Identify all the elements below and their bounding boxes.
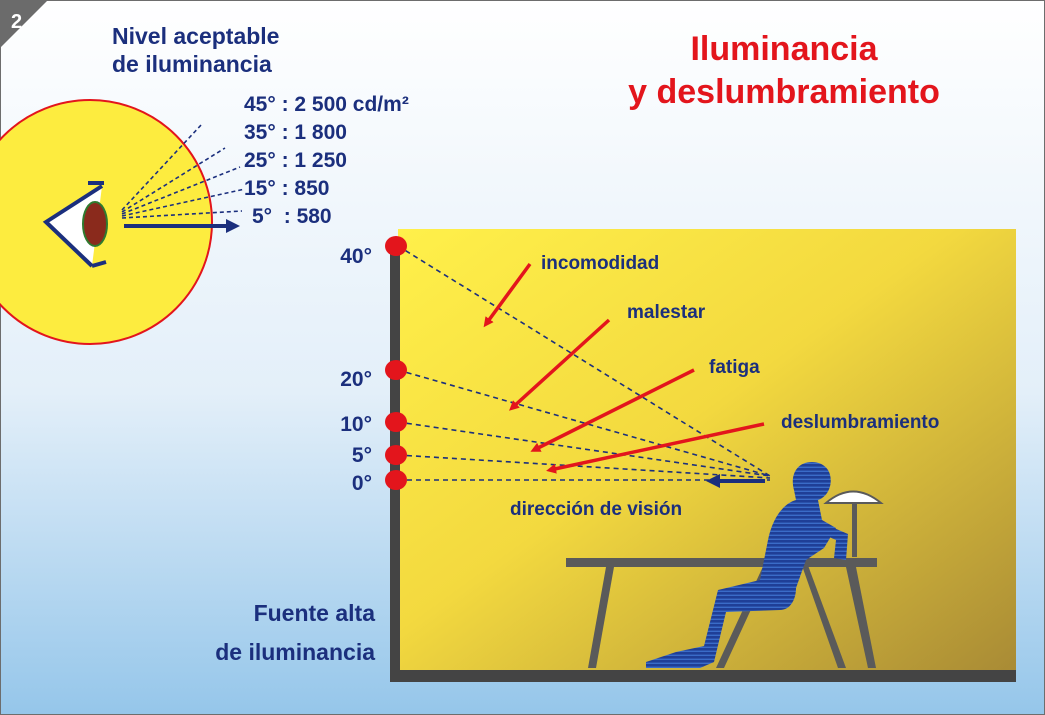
angle-20: 20°: [340, 368, 372, 391]
room-scene: 40° 20° 10° 5° 0° incomodidad malestar f…: [340, 229, 1016, 682]
source-label-2: de iluminancia: [215, 639, 375, 665]
label-fatiga: fatiga: [709, 357, 760, 378]
level-5: 5° : 580: [252, 205, 332, 228]
effect-arrows: [483, 262, 765, 474]
angle-10: 10°: [340, 413, 372, 436]
source-label-1: Fuente alta: [254, 600, 376, 626]
arrow-incomodidad: [483, 262, 532, 328]
angle-5: 5°: [352, 444, 372, 467]
eye-icon: [42, 181, 108, 268]
title-line-1: Iluminancia: [690, 30, 878, 68]
label-view-direction: dirección de visión: [510, 499, 682, 520]
badge-number: 2: [11, 11, 22, 33]
arrow-fatiga: [530, 368, 695, 452]
angle-40: 40°: [340, 245, 372, 268]
desk: [566, 558, 877, 668]
level-15: 15° : 850: [244, 177, 329, 200]
marker-10: [385, 412, 407, 432]
marker-0: [385, 470, 407, 490]
arrow-malestar: [509, 318, 611, 411]
marker-40: [385, 236, 407, 256]
arrow-deslumbramiento: [546, 422, 765, 474]
lamp-icon: [823, 490, 884, 557]
level-45: 45° : 2 500 cd/m²: [244, 93, 409, 116]
eye-heading-1: Nivel aceptable: [112, 23, 279, 49]
marker-5: [385, 445, 407, 465]
room-wall: [398, 229, 1016, 675]
eye-heading-2: de iluminancia: [112, 51, 272, 77]
label-malestar: malestar: [627, 302, 706, 323]
eye-panel: Nivel aceptable de iluminancia 45° : 2 5…: [0, 23, 409, 345]
label-deslumbramiento: deslumbramiento: [781, 412, 939, 433]
number-badge: [0, 0, 48, 48]
room-floor: [390, 670, 1016, 682]
eye-rays: [121, 123, 246, 219]
person-silhouette: [646, 462, 848, 668]
level-35: 35° : 1 800: [244, 121, 347, 144]
title-line-2: y deslumbramiento: [628, 73, 940, 111]
level-25: 25° : 1 250: [244, 149, 347, 172]
angle-0: 0°: [352, 472, 372, 495]
label-incomodidad: incomodidad: [541, 253, 659, 274]
marker-20: [385, 360, 407, 380]
